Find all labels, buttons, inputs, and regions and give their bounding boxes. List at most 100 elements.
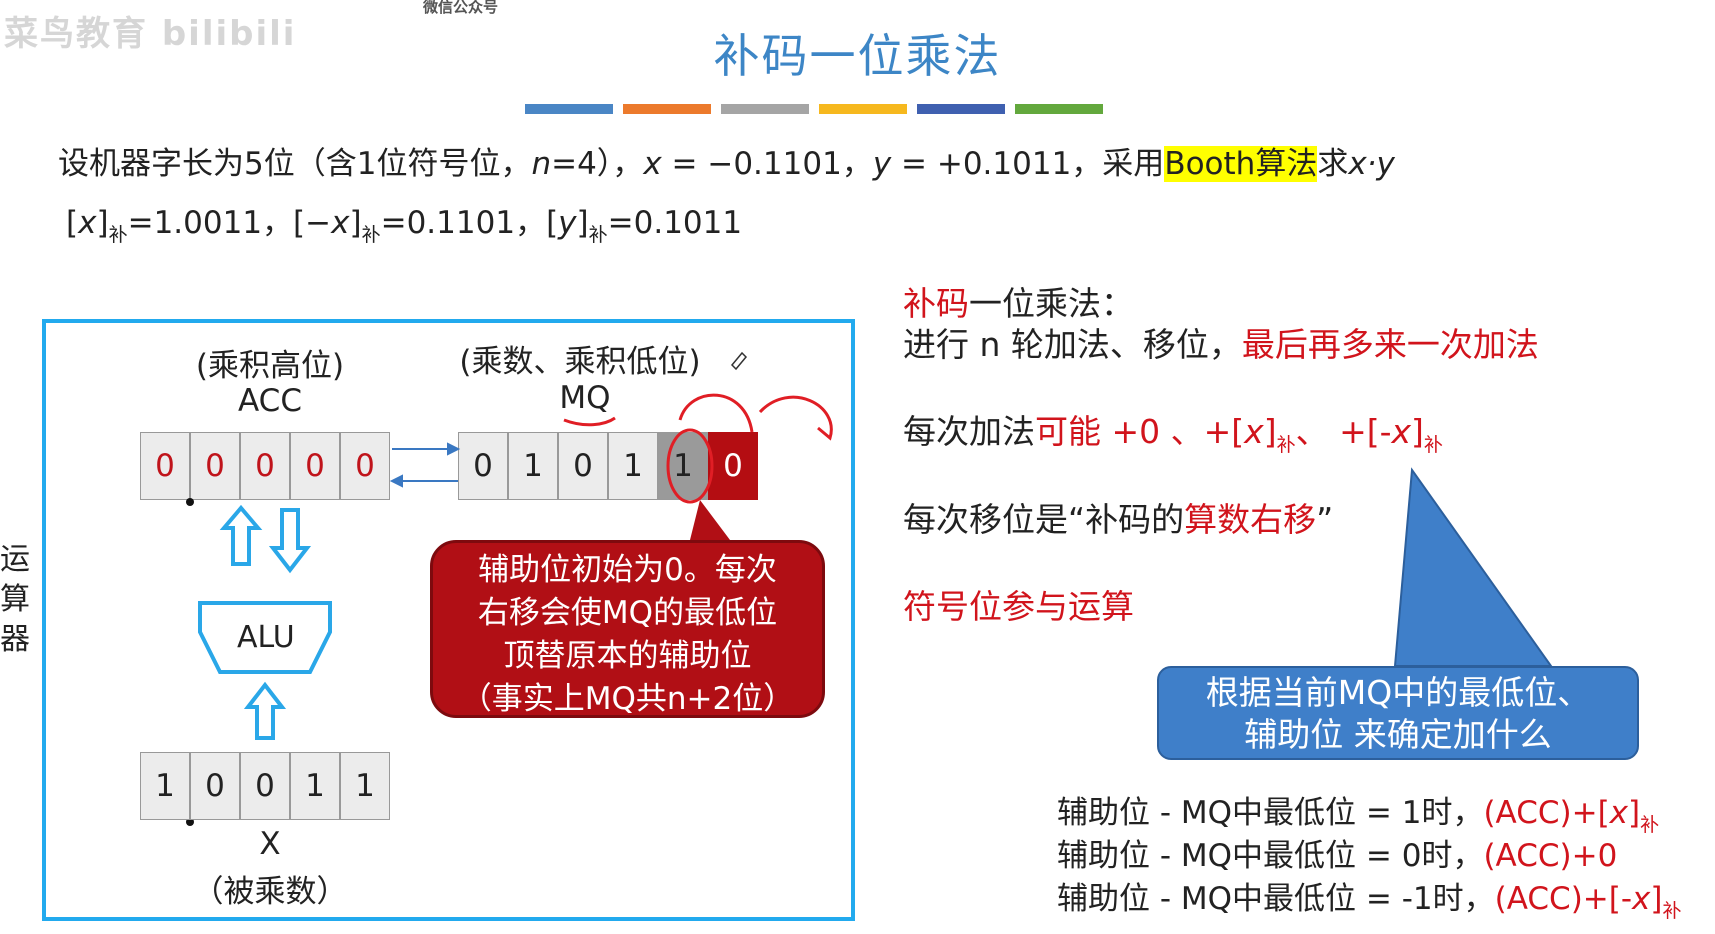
- bluebox-pointer: [1393, 467, 1553, 667]
- note-addition-text: 每次加法: [903, 412, 1035, 451]
- decision-line: 辅助位 来确定加什么: [1244, 715, 1552, 754]
- mq-bit: 0: [458, 432, 508, 500]
- callout-line: 右移会使MQ的最低位: [477, 595, 778, 631]
- accent-bar: [917, 104, 1005, 114]
- mq-bit: 1: [608, 432, 658, 500]
- accent-bar: [1015, 104, 1103, 114]
- y-var: y: [558, 205, 577, 241]
- accent-bar: [623, 104, 711, 114]
- rule-condition: 辅助位 - MQ中最低位 = -1时，: [1057, 881, 1495, 917]
- accent-bar: [721, 104, 809, 114]
- note-x: x: [1244, 412, 1264, 451]
- sub-mark: 补: [108, 224, 128, 246]
- y-label: y: [872, 146, 892, 182]
- nx-open: [−: [293, 205, 332, 241]
- y-close: ]: [576, 205, 589, 241]
- x-to-alu-arrow: [243, 681, 287, 740]
- notes-heading: 补码一位乘法：: [903, 277, 1134, 325]
- x-bit: 0: [240, 752, 290, 820]
- rule-row: 辅助位 - MQ中最低位 = -1时，(ACC)+[-x]补: [1057, 873, 1682, 923]
- x-bit: 1: [340, 752, 390, 820]
- y-open: [: [546, 205, 559, 241]
- sub-mark: 补: [588, 224, 608, 246]
- x-bit: 0: [190, 752, 240, 820]
- note-shift: 每次移位是“补码的算数右移”: [903, 493, 1333, 541]
- x-sign-dot: [186, 818, 194, 826]
- complement-values: [x]补=1.0011，[−x]补=0.1101，[y]补=0.1011: [66, 197, 742, 247]
- nx-close: ]: [349, 205, 362, 241]
- rule-row: 辅助位 - MQ中最低位 = 1时，(ACC)+[x]补: [1057, 787, 1659, 837]
- side-label: 运 算 器: [0, 540, 34, 660]
- x-register-caption: （被乘数）: [192, 874, 348, 910]
- x-bit: 1: [290, 752, 340, 820]
- accent-bar: [819, 104, 907, 114]
- nx-var: x: [331, 205, 350, 241]
- note-addition-red: 可能 +0 、+[: [1035, 412, 1245, 451]
- note-mid: 、 +[-: [1295, 412, 1392, 451]
- product-label: x·y: [1348, 146, 1395, 182]
- acc-label: ACC: [238, 383, 302, 419]
- x-register: 1 0 0 1 1: [140, 752, 390, 820]
- sub-mark: 补: [361, 224, 381, 246]
- acc-bit: 0: [190, 432, 240, 500]
- rule-close: ]: [1650, 881, 1663, 917]
- rule-action: (ACC)+[-: [1494, 881, 1633, 917]
- alu-to-acc-arrow: [219, 504, 263, 566]
- booth-highlight: Booth算法: [1164, 146, 1318, 182]
- x-var: x: [78, 205, 97, 241]
- x-complement: =1.0011，: [127, 205, 294, 241]
- acc-bit: 0: [140, 432, 190, 500]
- side-char: 运: [0, 542, 30, 577]
- acc-bit: 0: [340, 432, 390, 500]
- mq-bit: 0: [558, 432, 608, 500]
- acc-bit: 0: [290, 432, 340, 500]
- rule-sub: 补: [1640, 814, 1660, 836]
- accent-bars: [525, 104, 1103, 114]
- note-rounds-red: 最后再多来一次加法: [1241, 325, 1539, 364]
- rule-condition: 辅助位 - MQ中最低位 = 0时，: [1057, 838, 1484, 874]
- y-value: = +0.1011，采用: [891, 146, 1165, 182]
- rule-var: x: [1609, 795, 1629, 831]
- decision-callout: 根据当前MQ中的最低位、 辅助位 来确定加什么: [1157, 666, 1639, 760]
- acc-caption: (乘积高位): [195, 348, 345, 384]
- notes-heading-black: 一位乘法：: [969, 284, 1134, 323]
- rule-action: (ACC)+[: [1483, 795, 1610, 831]
- mq-bit: 1: [508, 432, 558, 500]
- x-close: ]: [96, 205, 109, 241]
- side-char: 器: [0, 622, 30, 657]
- x-value: = −0.1101，: [661, 146, 873, 182]
- handwritten-marks: [563, 393, 833, 504]
- callout-line: 辅助位初始为0。每次: [478, 552, 777, 588]
- decision-line: 根据当前MQ中的最低位、: [1205, 673, 1591, 712]
- arithmetic-unit-diagram: [42, 319, 855, 921]
- problem-statement: 设机器字长为5位（含1位符号位，n=4），x = −0.1101，y = +0.…: [58, 138, 1395, 183]
- note-close: ]: [1263, 412, 1277, 451]
- mq-label: MQ: [559, 380, 611, 416]
- note-rounds: 进行 n 轮加法、移位，最后再多来一次加法: [903, 318, 1539, 366]
- note-close: ]: [1411, 412, 1424, 451]
- rule-condition: 辅助位 - MQ中最低位 = 1时，: [1057, 795, 1484, 831]
- accent-bar: [525, 104, 613, 114]
- rule-row: 辅助位 - MQ中最低位 = 0时，(ACC)+0: [1057, 830, 1617, 875]
- callout-pointer: [690, 500, 730, 540]
- callout-line: （事实上MQ共n+2位）: [460, 681, 795, 717]
- side-char: 算: [0, 582, 30, 617]
- note-sign-bit: 符号位参与运算: [903, 587, 1134, 626]
- alu-label: ALU: [237, 620, 295, 655]
- x-open: [: [66, 205, 79, 241]
- aux-bit-callout: 辅助位初始为0。每次 右移会使MQ的最低位 顶替原本的辅助位 （事实上MQ共n+…: [430, 540, 825, 718]
- acc-register: 0 0 0 0 0: [140, 432, 390, 500]
- problem-prefix: 设机器字长为5位（含1位符号位，: [58, 146, 532, 182]
- n-value: =4），: [551, 146, 644, 182]
- problem-suffix: 求: [1317, 146, 1349, 182]
- note-shift-red: 算数右移: [1184, 500, 1317, 539]
- n-label: n: [531, 146, 552, 182]
- acc-to-mq-arrowhead: [447, 442, 461, 456]
- pencil-icon: [730, 351, 748, 371]
- alu-block: [198, 601, 332, 674]
- rule-sub: 补: [1662, 900, 1682, 922]
- rule-action: (ACC)+0: [1483, 838, 1618, 874]
- x-label: x: [643, 146, 662, 182]
- callout-line: 顶替原本的辅助位: [503, 638, 752, 674]
